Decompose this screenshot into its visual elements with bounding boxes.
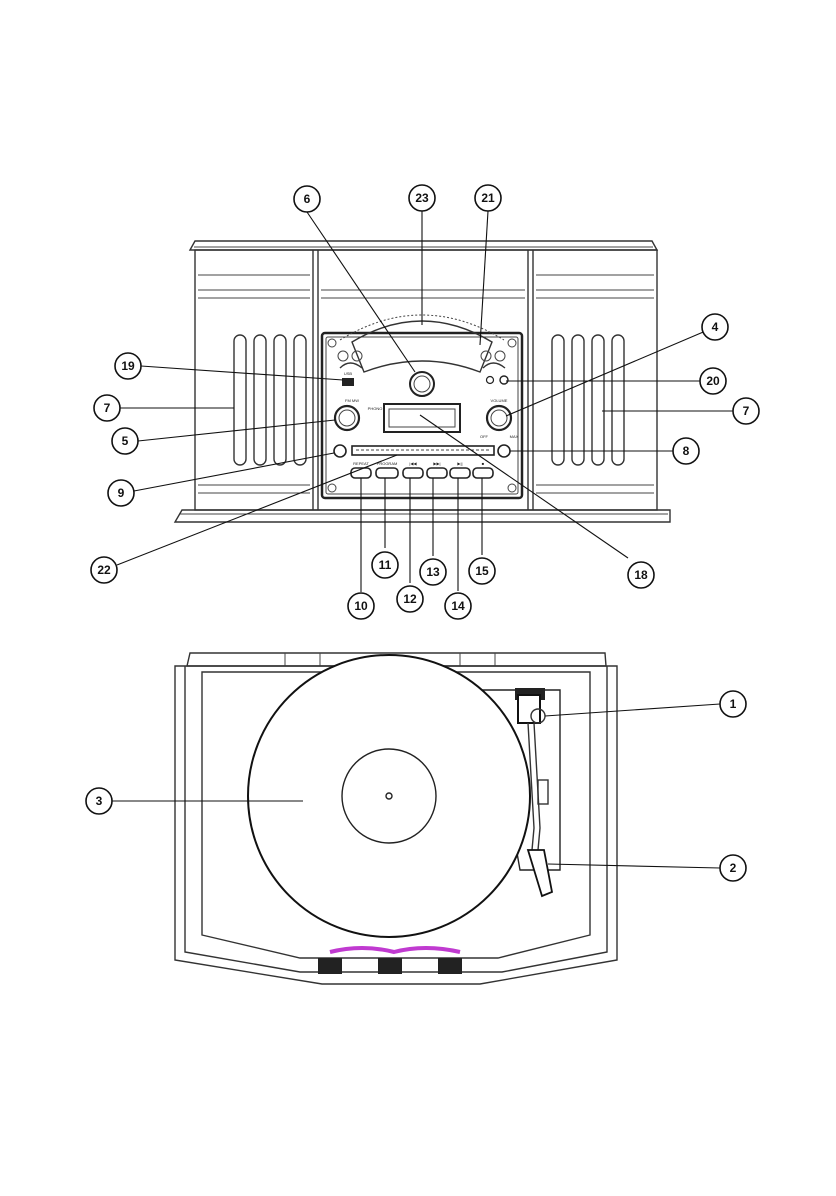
- power-button[interactable]: [498, 445, 510, 457]
- front-knob-right[interactable]: [438, 958, 462, 974]
- usb-label: USB: [344, 371, 353, 376]
- svg-text:13: 13: [426, 565, 440, 579]
- callout-18: 18: [628, 562, 654, 588]
- callout-4: 4: [702, 314, 728, 340]
- lcd-display: [384, 404, 460, 432]
- svg-text:14: 14: [451, 599, 465, 613]
- svg-text:15: 15: [475, 564, 489, 578]
- stop-button[interactable]: [473, 468, 493, 478]
- next-label: ▶▶|: [433, 461, 440, 466]
- callout-20: 20: [700, 368, 726, 394]
- callout-19: 19: [115, 353, 141, 379]
- svg-text:11: 11: [379, 558, 392, 572]
- svg-text:18: 18: [634, 568, 648, 582]
- control-panel: USB FM MW PHONO VOLUME OFF MAX: [322, 315, 522, 498]
- front-knob-middle[interactable]: [378, 958, 402, 974]
- indicator-light: [487, 377, 494, 384]
- callout-21: 21: [475, 185, 501, 211]
- svg-text:8: 8: [683, 444, 690, 458]
- band-label: FM MW: [345, 398, 359, 403]
- headphone-jack[interactable]: [500, 376, 508, 384]
- program-button[interactable]: [376, 468, 398, 478]
- prev-label: |◀◀: [409, 461, 417, 466]
- callout-9: 9: [108, 480, 134, 506]
- right-speaker-grille: [552, 335, 624, 465]
- callout-14: 14: [445, 593, 471, 619]
- volume-off-label: OFF: [480, 434, 489, 439]
- skip-back-button[interactable]: [403, 468, 423, 478]
- repeat-label: REPEAT: [353, 461, 369, 466]
- callout-3: 3: [86, 788, 112, 814]
- cd-eject-button[interactable]: [334, 445, 346, 457]
- phono-label: PHONO: [368, 406, 383, 411]
- top-view: [175, 653, 617, 984]
- svg-text:7: 7: [743, 404, 750, 418]
- callout-7-right: 7: [733, 398, 759, 424]
- svg-text:10: 10: [354, 599, 368, 613]
- spindle: [386, 793, 392, 799]
- usb-port[interactable]: [342, 378, 354, 386]
- svg-text:19: 19: [121, 359, 135, 373]
- callout-12: 12: [397, 586, 423, 612]
- ornament-trim: [330, 948, 460, 952]
- left-speaker-grille: [234, 335, 306, 465]
- callout-8: 8: [673, 438, 699, 464]
- svg-text:1: 1: [730, 697, 737, 711]
- callout-5: 5: [112, 428, 138, 454]
- svg-text:21: 21: [481, 191, 495, 205]
- volume-label: VOLUME: [491, 398, 508, 403]
- callout-1: 1: [720, 691, 746, 717]
- callout-22: 22: [91, 557, 117, 583]
- svg-text:7: 7: [104, 401, 111, 415]
- svg-text:4: 4: [712, 320, 719, 334]
- svg-text:5: 5: [122, 434, 129, 448]
- svg-text:3: 3: [96, 794, 103, 808]
- callout-2: 2: [720, 855, 746, 881]
- svg-text:9: 9: [118, 486, 125, 500]
- front-knob-left[interactable]: [318, 958, 342, 974]
- skip-forward-button[interactable]: [427, 468, 447, 478]
- svg-text:2: 2: [730, 861, 737, 875]
- svg-text:6: 6: [304, 192, 311, 206]
- svg-text:12: 12: [403, 592, 417, 606]
- callout-7-left: 7: [94, 395, 120, 421]
- callout-13: 13: [420, 559, 446, 585]
- front-knobs: [318, 948, 462, 974]
- play-label: ▶||: [457, 461, 462, 466]
- callout-6: 6: [294, 186, 320, 212]
- svg-text:22: 22: [97, 563, 111, 577]
- callout-15: 15: [469, 558, 495, 584]
- svg-text:23: 23: [415, 191, 429, 205]
- svg-text:20: 20: [706, 374, 720, 388]
- callout-11: 11: [372, 552, 398, 578]
- callout-10: 10: [348, 593, 374, 619]
- volume-max-label: MAX: [510, 434, 519, 439]
- callout-23: 23: [409, 185, 435, 211]
- play-pause-button[interactable]: [450, 468, 470, 478]
